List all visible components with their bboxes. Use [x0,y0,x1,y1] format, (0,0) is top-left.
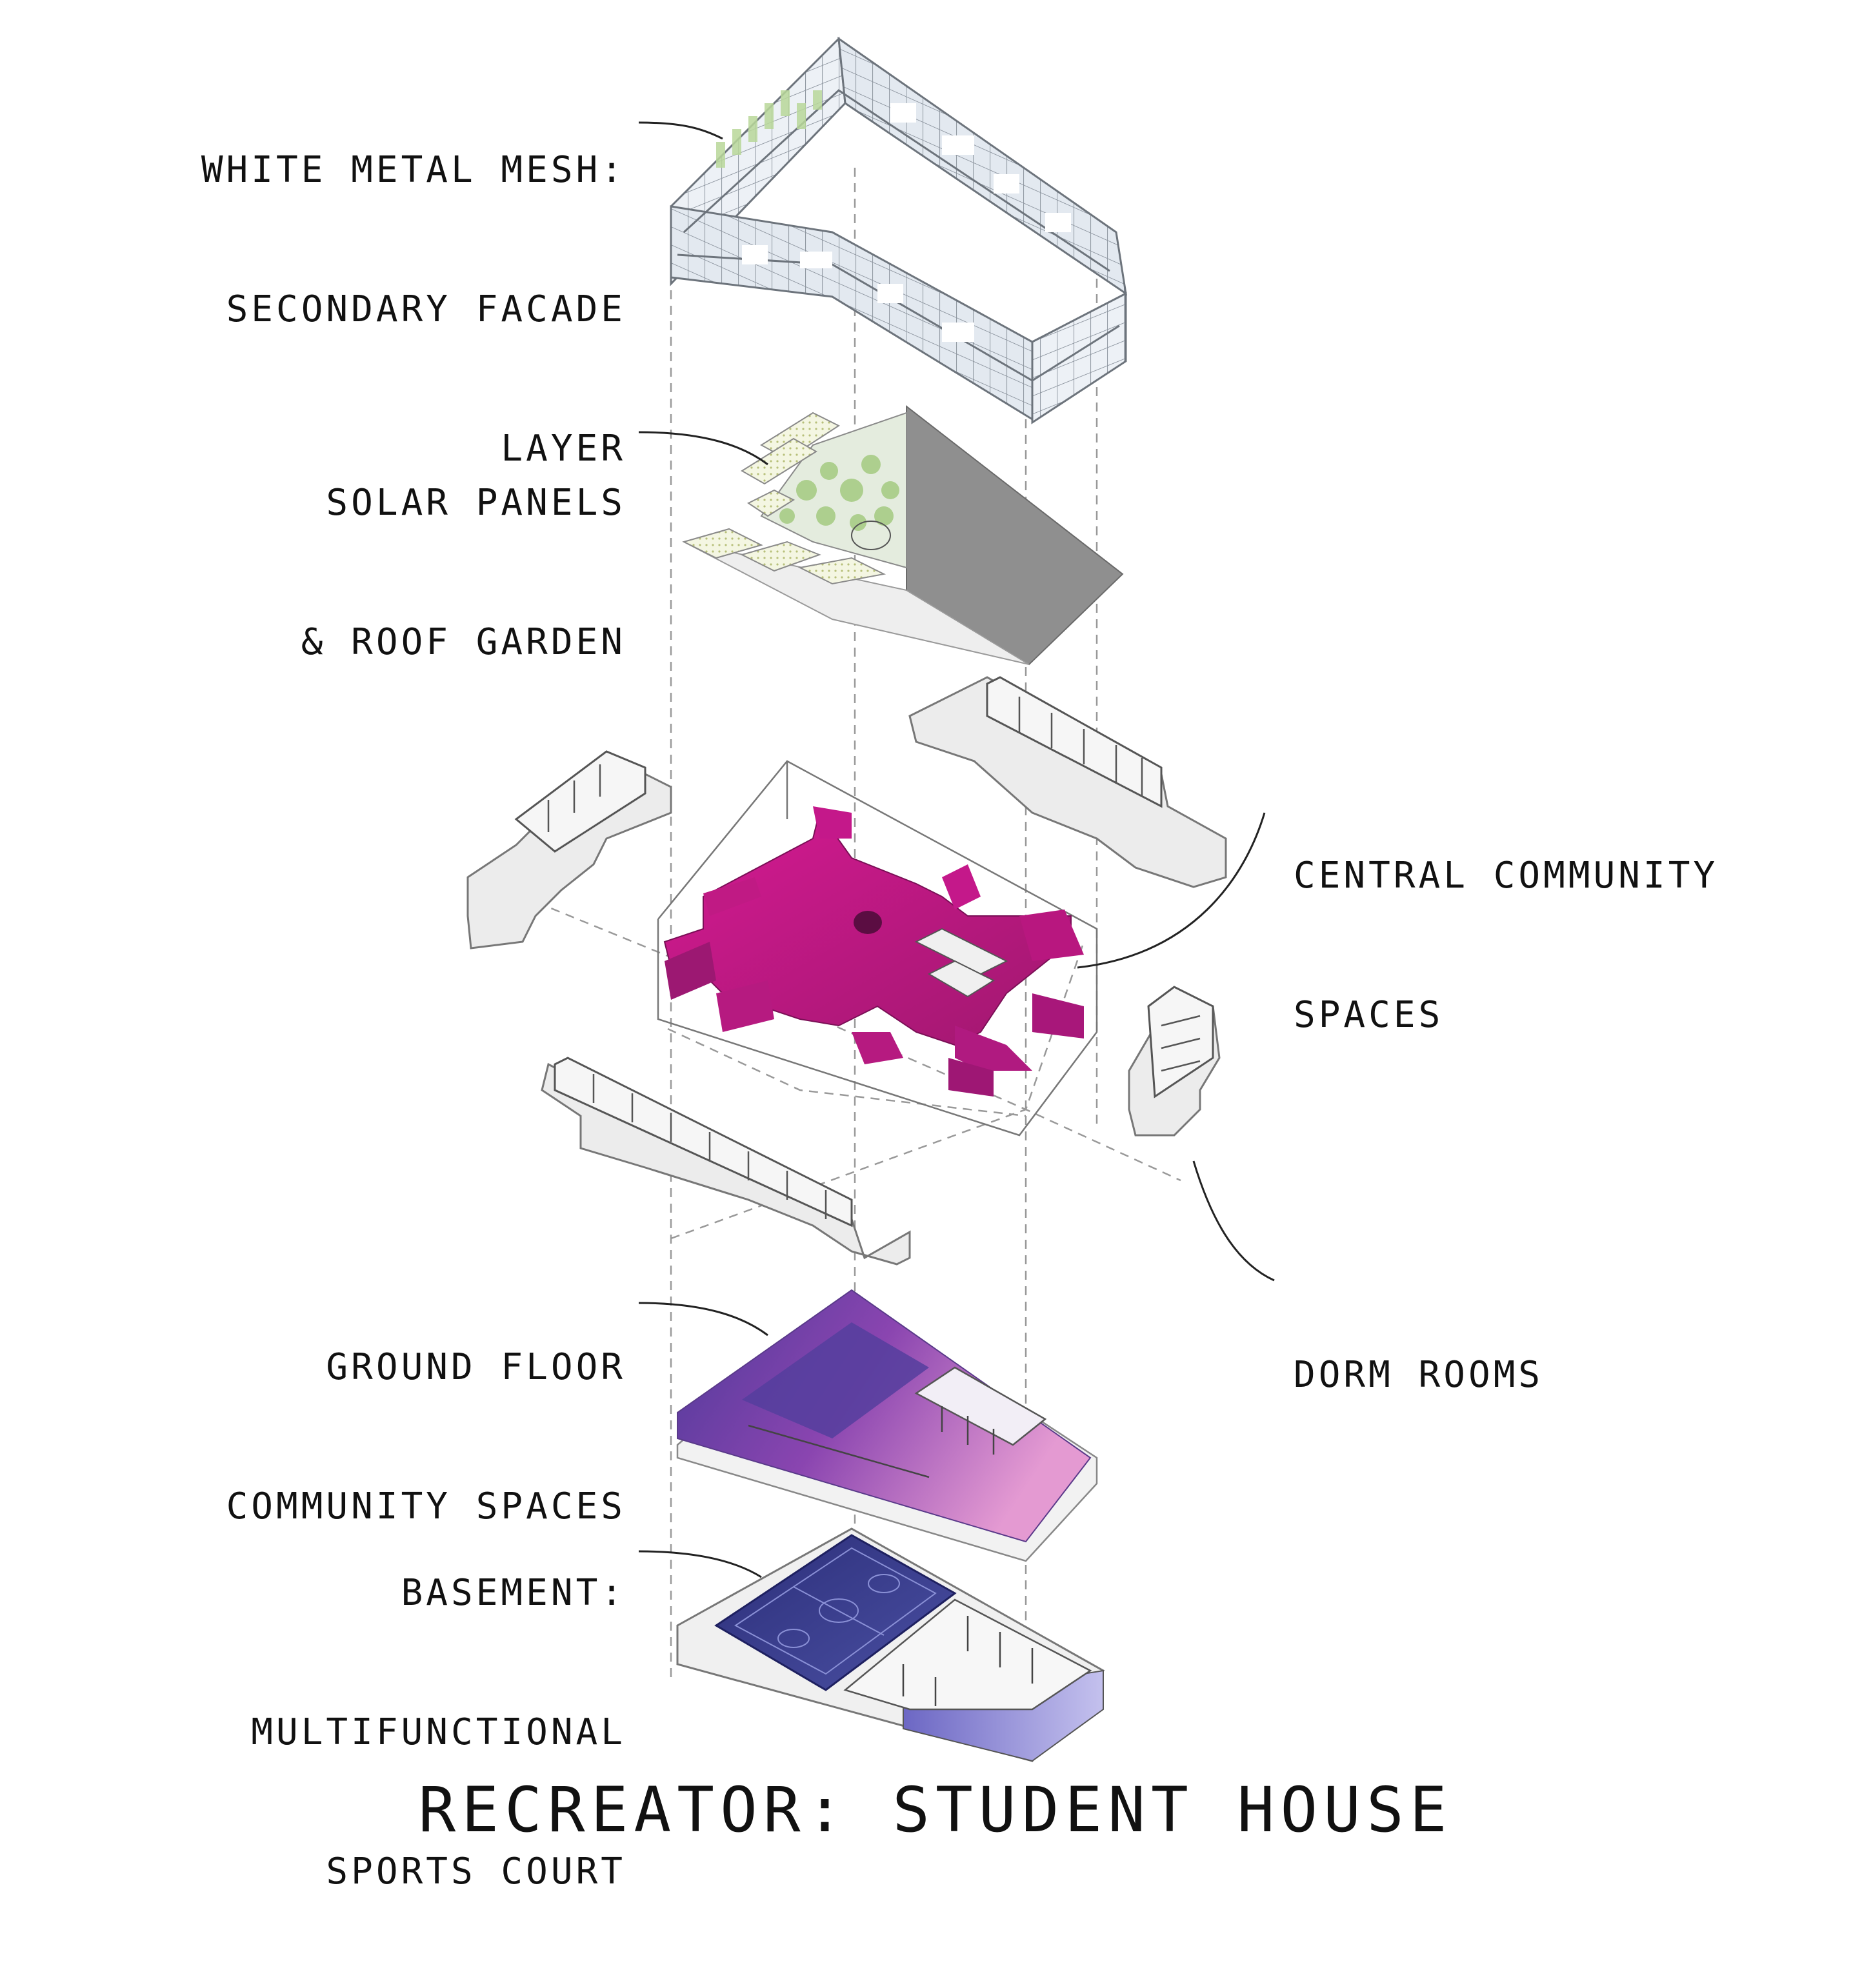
label-line: LAYER [501,428,626,470]
central-void [854,911,882,934]
label-line: DORM ROOMS [1294,1354,1544,1396]
dorm-room-walls [1018,697,1143,797]
label-line: COMMUNITY SPACES [226,1486,626,1527]
central-arm [813,806,852,839]
leader-central [1077,812,1266,969]
central-arm [942,864,981,910]
dorm-rooms [554,1057,853,1228]
central-room-box [927,960,996,998]
central-community-layer [657,760,1098,1137]
dorm-block-upper-left [466,750,672,949]
exploded-axonometric-diagram: WHITE METAL MESH: SECONDARY FACADE LAYER… [201,36,1718,1893]
leader-dorm [1192,1160,1275,1282]
central-arm [703,877,761,916]
garden-trees [779,455,899,531]
basement-layer [676,1527,1105,1762]
court-markings [734,1547,937,1675]
central-arm [1019,910,1084,961]
label-line: WHITE METAL MESH: [201,149,626,191]
diagram-title: RECREATOR: STUDENT HOUSE [418,1774,1453,1846]
label-line: SPACES [1294,994,1444,1036]
dorm-block-upper-right [908,676,1227,888]
basement-rooms [843,1598,1092,1711]
ground-floor-slab [677,1289,1092,1543]
label-dorm: DORM ROOMS [1294,1259,1543,1491]
label-line: GROUND FLOOR [326,1346,626,1388]
garden-circle [851,521,891,550]
diagram-canvas [466,36,1275,1762]
central-arm [665,942,716,1000]
label-line: SOLAR PANELS [326,482,626,524]
central-arm [852,1032,903,1064]
central-arm [948,1058,994,1097]
dorm-block [908,676,1227,888]
label-central: CENTRAL COMMUNITY SPACES [1294,760,1718,1131]
mesh-inner-band [683,89,1110,272]
roof-layer [682,404,1124,666]
mesh-wall-corner [1031,292,1127,424]
ground-floor-layer [676,1289,1098,1562]
footprint-dashed [667,1028,1026,1117]
central-arm [955,1026,1032,1071]
mesh-openings [742,103,1071,342]
label-basement: BASEMENT: MULTIFUNCTIONAL SPORTS COURT [251,1477,626,1988]
basement-room-walls [902,1616,1034,1706]
label-line: & ROOF GARDEN [301,621,626,663]
leader-basement [638,1550,762,1578]
leader-solar [638,431,768,466]
label-line: MULTIFUNCTIONAL [251,1711,626,1753]
label-ground: GROUND FLOOR COMMUNITY SPACES [226,1251,626,1623]
solar-panels [682,412,886,585]
label-solar: SOLAR PANELS & ROOF GARDEN [301,387,626,759]
dorm-block-lower-left [541,1057,911,1266]
dorm-room-walls [1161,1015,1201,1072]
label-line: CENTRAL COMMUNITY [1294,855,1719,897]
dorm-room-walls [592,1074,827,1219]
dorm-block-right [1128,986,1221,1137]
dorm-rooms [986,676,1163,808]
leader-ground [638,1302,768,1337]
mesh-wall-right [837,36,1128,296]
dorm-room-walls [547,764,601,832]
leader-mesh [638,121,723,140]
central-arm [1032,993,1084,1039]
sports-court [714,1534,957,1691]
mesh-facade-layer [670,36,1128,424]
mesh-greenery [716,90,822,168]
label-line: SPORTS COURT [326,1851,626,1893]
mesh-wall-front [670,205,1034,421]
central-arm [716,980,774,1032]
leader-lines [638,121,1275,1578]
ground-floor-court [742,1322,929,1438]
label-line: SECONDARY FACADE [226,288,626,330]
ground-floor-walls [748,1406,995,1478]
label-mesh: WHITE METAL MESH: SECONDARY FACADE LAYER [201,54,626,565]
label-line: BASEMENT: [401,1572,626,1614]
ground-floor-rooms [914,1366,1047,1446]
